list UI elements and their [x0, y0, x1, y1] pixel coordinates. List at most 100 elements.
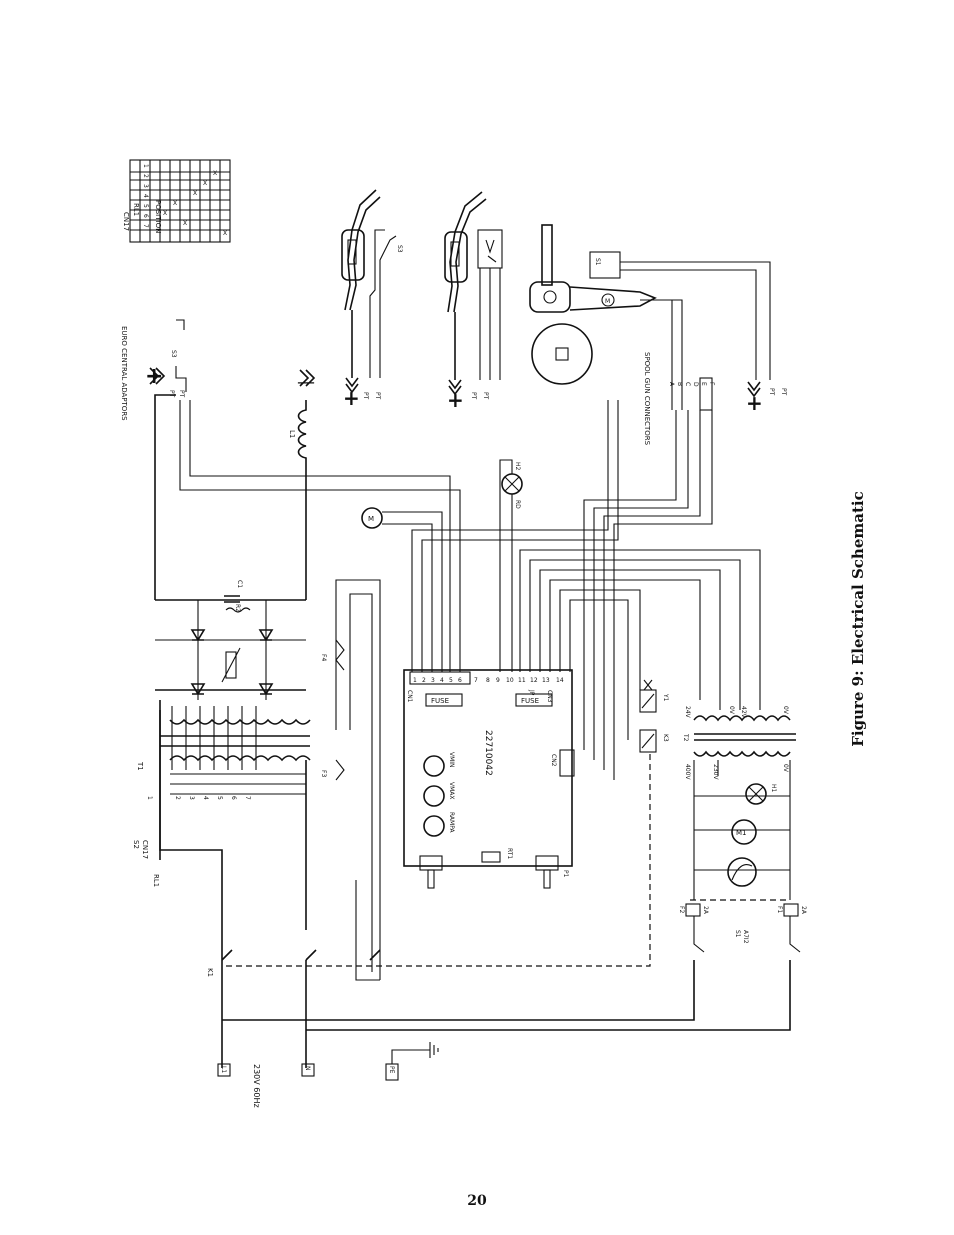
h1-label: H1 — [770, 784, 777, 793]
relay-k3: K3 — [639, 729, 669, 753]
f1-rating: 2A — [800, 906, 807, 915]
solenoid-y1: Y1 — [639, 679, 669, 713]
mig-torch-2: + PT PT — [444, 191, 503, 412]
t2-24v: 24V — [684, 706, 691, 719]
tap-7: 7 — [244, 796, 251, 800]
pot-vmin: VMIN — [448, 752, 455, 768]
spool-pin-b: B — [676, 382, 683, 386]
cn1-pin-5: 5 — [449, 677, 453, 684]
cn1-pin-6: 6 — [458, 677, 462, 684]
cn1-pin-2: 2 — [422, 677, 426, 684]
tap-4: 4 — [202, 796, 209, 800]
fuses-and-switch-s1: F2 2A F1 2A S1 A7I2 — [678, 903, 807, 953]
f1-label: F1 — [776, 906, 783, 913]
l1-inductor-label: L1 — [288, 430, 296, 438]
torch1-pt-b: PT — [374, 392, 381, 400]
wire-feed-motor: M — [361, 507, 443, 672]
spool-pt-a: PT — [768, 388, 775, 396]
f2-label: F2 — [678, 906, 685, 913]
figure-caption: Figure 9: Electrical Schematic — [849, 491, 867, 747]
table-marker-6: X — [213, 170, 217, 177]
tap-6: 6 — [230, 796, 237, 800]
main-switch-k1: K1 — [206, 949, 381, 977]
cn3-label: CN3 — [546, 690, 553, 703]
supply-rating: 230V 60Hz — [252, 1064, 261, 1108]
board-fuse-1: FUSE — [431, 697, 449, 705]
cn1-pin-12: 12 — [530, 677, 538, 684]
euro-pt-1: PT — [168, 390, 175, 398]
table-marker-5: X — [203, 180, 207, 187]
table-marker-3: X — [183, 220, 187, 227]
main-wiring — [154, 394, 791, 1068]
table-marker-1: X — [163, 210, 167, 217]
torch2-plus: + — [447, 388, 464, 412]
t2-0v-c: 0V — [782, 764, 789, 773]
inductor-l1: L1 — [288, 400, 307, 600]
f4-label: F4 — [320, 654, 327, 661]
spool-pin-e: E — [700, 382, 707, 386]
table-col-6: 6 — [142, 214, 149, 218]
thermal-switches: F4 F3 — [320, 639, 345, 781]
rl1-label: RL1 — [152, 874, 160, 887]
cn1-pin-9: 9 — [496, 677, 500, 684]
table-col-5: 5 — [142, 204, 149, 208]
t2-0v-a: 0V — [728, 706, 735, 715]
table-col-2: 2 — [142, 174, 149, 178]
indicator-lamp-h2: H2 RD — [499, 459, 523, 672]
rt1-label: RT1 — [506, 848, 513, 859]
s1-label: S1 — [734, 930, 741, 938]
euro-plus-sign: + — [145, 364, 163, 389]
spool-gun: M S1 SPOOL GUN CONNECTORS A B C D E F + … — [529, 224, 787, 446]
torch1-pt-a: PT — [362, 392, 369, 400]
c1-label: C1 — [236, 580, 243, 588]
k3-label: K3 — [662, 734, 669, 742]
spool-pin-d: D — [692, 382, 699, 387]
torch1-s3-label: S3 — [396, 245, 403, 253]
table-marker-2: X — [173, 200, 177, 207]
page-number: 20 — [467, 1193, 487, 1209]
table-marker-4: X — [193, 190, 197, 197]
cn1-pin-8: 8 — [486, 677, 490, 684]
t2-230v: 230V — [712, 764, 719, 780]
cn2-label: CN2 — [550, 754, 557, 767]
rectifier-bridge: R2 C1 — [190, 580, 274, 700]
euro-minus-sign: — — [297, 372, 315, 393]
tap-5: 5 — [216, 796, 223, 800]
m1-label: M1 — [736, 829, 747, 837]
spool-gun-connectors-label: SPOOL GUN CONNECTORS — [643, 352, 651, 446]
cn1-pin-11: 11 — [518, 677, 526, 684]
table-col-4: 4 — [142, 194, 149, 198]
t1-label: T1 — [136, 761, 144, 771]
spool-s1-label: S1 — [594, 258, 601, 266]
torch1-plus: + — [343, 386, 360, 410]
euro-adaptor-label: EURO CENTRAL ADAPTORS — [120, 326, 128, 421]
cn1-pin-3: 3 — [431, 677, 435, 684]
terminal-pe: PE — [388, 1066, 395, 1074]
table-col-7: 7 — [142, 224, 149, 228]
cn1-pin-1: 1 — [413, 677, 417, 684]
table-header-rl1: RL1 — [132, 203, 140, 216]
control-board: 1 2 3 4 5 6 7 8 9 10 11 12 13 14 CN1 JP … — [403, 669, 575, 889]
spool-motor-m: M — [605, 298, 610, 305]
s2-sub-label: CN17 — [141, 840, 149, 859]
r2-label: R2 — [234, 604, 241, 612]
table-marker-7: X — [223, 230, 227, 237]
t2-label: T2 — [682, 733, 689, 742]
table-col-1: 1 — [142, 164, 149, 168]
motor-m-label: M — [368, 515, 374, 523]
pot-rampa: RAMPA — [448, 812, 455, 833]
cn1-label: CN1 — [406, 690, 413, 703]
spool-plus: + — [746, 391, 763, 415]
position-table: CN17 RL1 POSITION 1 2 3 4 5 6 7 X X X X … — [122, 159, 231, 243]
rd-label: RD — [514, 500, 521, 509]
y1-label: Y1 — [662, 693, 669, 702]
supply-terminals: L1 N 230V 60Hz PE — [217, 1042, 439, 1108]
pot-vmax: VMAX — [448, 782, 455, 800]
f2-rating: 2A — [702, 906, 709, 915]
t2-400v: 400V — [684, 764, 691, 780]
terminal-n: N — [304, 1066, 311, 1071]
tap-1: 1 — [146, 796, 153, 800]
p1-label: P1 — [562, 870, 569, 878]
table-header-cn17: CN17 — [122, 212, 130, 231]
